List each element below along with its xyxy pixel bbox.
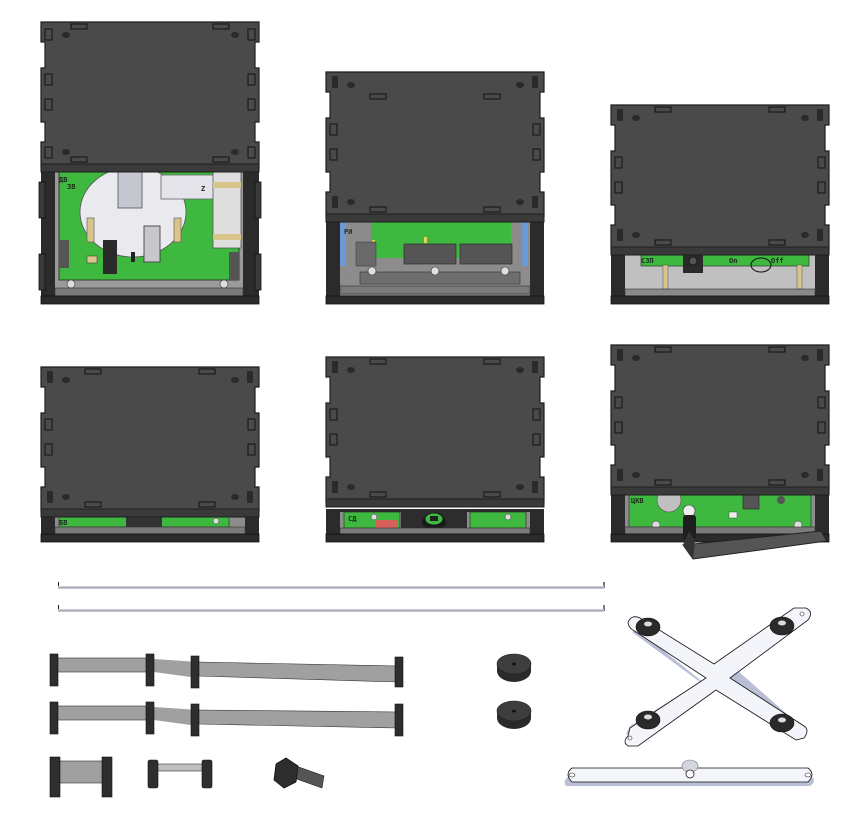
- ribbon-connector-angled: [272, 756, 328, 792]
- lid: [325, 71, 545, 223]
- enclosure-5: СД: [325, 356, 545, 543]
- rod-2: [58, 605, 606, 615]
- flat-bar: [560, 756, 820, 794]
- enclosure-1: ДВ ЗВ Z: [38, 21, 262, 305]
- ribbon-cable-long-2: [48, 700, 408, 740]
- lid: [325, 356, 545, 508]
- ribbon-cable-mini: [146, 758, 214, 790]
- lid: [40, 366, 260, 518]
- enclosure-6: ЦКВ: [610, 344, 830, 565]
- svg-text:РИ: РИ: [344, 228, 352, 236]
- svg-text:Z: Z: [201, 185, 205, 193]
- svg-text:БВ: БВ: [59, 519, 67, 527]
- rod-1: [58, 582, 606, 592]
- svg-text:On: On: [729, 257, 737, 265]
- antenna: [682, 504, 828, 560]
- lid: [610, 344, 830, 496]
- svg-text:Off: Off: [771, 257, 784, 265]
- svg-text:ЦКВ: ЦКВ: [631, 497, 644, 505]
- rubber-foot-1: [495, 652, 533, 684]
- enclosure-2: РИ: [325, 71, 545, 305]
- rubber-foot-2: [495, 699, 533, 731]
- svg-text:СД: СД: [348, 515, 357, 523]
- enclosure-4: БВ: [40, 366, 260, 543]
- lid: [610, 104, 830, 256]
- lid: [40, 21, 260, 173]
- svg-text:СЗП: СЗП: [641, 257, 654, 265]
- svg-text:ДВ: ДВ: [59, 176, 67, 184]
- svg-text:ЗВ: ЗВ: [67, 183, 75, 191]
- cross-bracket: [618, 600, 818, 750]
- ribbon-cable-long-1: [48, 652, 408, 692]
- enclosure-3: СЗП On Off: [610, 104, 830, 305]
- ribbon-cable-short: [48, 755, 114, 800]
